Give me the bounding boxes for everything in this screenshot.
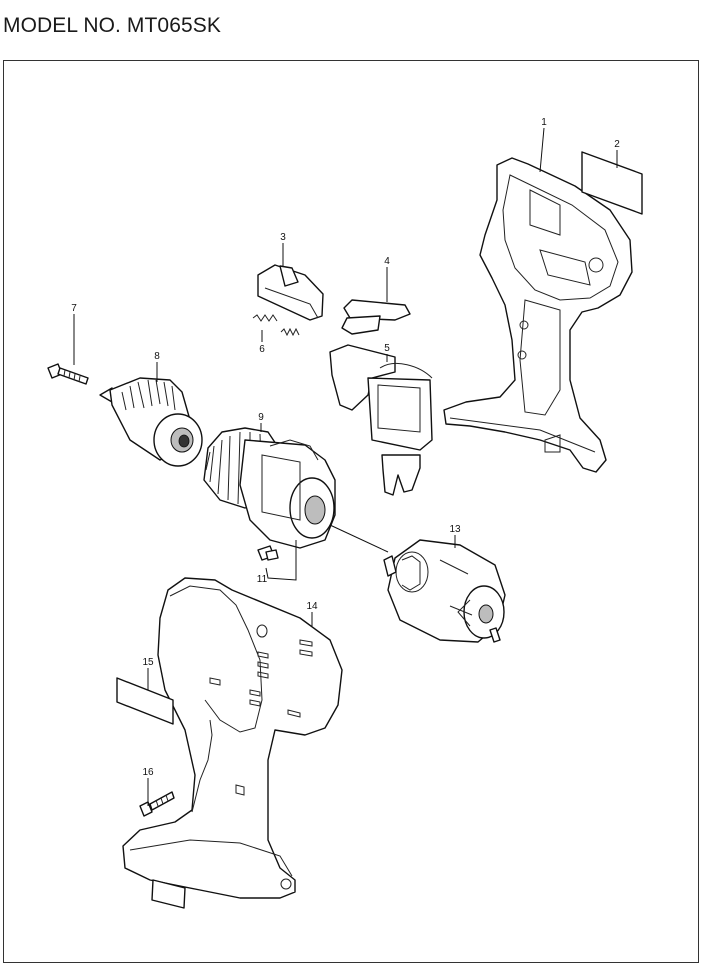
page-title: MODEL NO. MT065SK [3,14,221,37]
part-number-4: 4 [384,256,390,267]
part-number-5: 5 [384,343,390,354]
part-8-chuck[interactable] [99,377,203,467]
part-6-spring[interactable] [252,314,300,337]
part-number-7: 7 [71,303,77,314]
part-16-screw[interactable] [139,791,175,817]
part-number-1: 1 [541,117,547,128]
diagram-frame [3,60,699,963]
part-number-14: 14 [306,601,318,612]
part-number-16: 16 [142,767,154,778]
part-number-6: 6 [259,344,265,355]
part-7-screw[interactable] [47,363,89,385]
part-11-screw[interactable] [257,545,279,561]
part-2-label[interactable] [581,151,643,215]
part-number-11: 11 [257,574,268,585]
part-number-9: 9 [258,412,264,423]
part-14-housing-left[interactable] [122,577,343,909]
part-4-trigger[interactable] [341,299,411,335]
part-13-motor[interactable] [383,539,506,643]
part-9-gear-assembly[interactable] [203,427,336,549]
part-number-8: 8 [154,351,160,362]
part-1-housing-right[interactable] [443,157,633,473]
leader-lines [73,127,618,806]
part-3-switch-lever[interactable] [257,264,324,321]
part-5-switch[interactable] [329,344,433,496]
part-number-15: 15 [142,657,154,668]
part-number-13: 13 [449,524,461,535]
part-15-label[interactable] [116,677,174,725]
part-number-3: 3 [280,232,286,243]
part-number-2: 2 [614,139,620,150]
